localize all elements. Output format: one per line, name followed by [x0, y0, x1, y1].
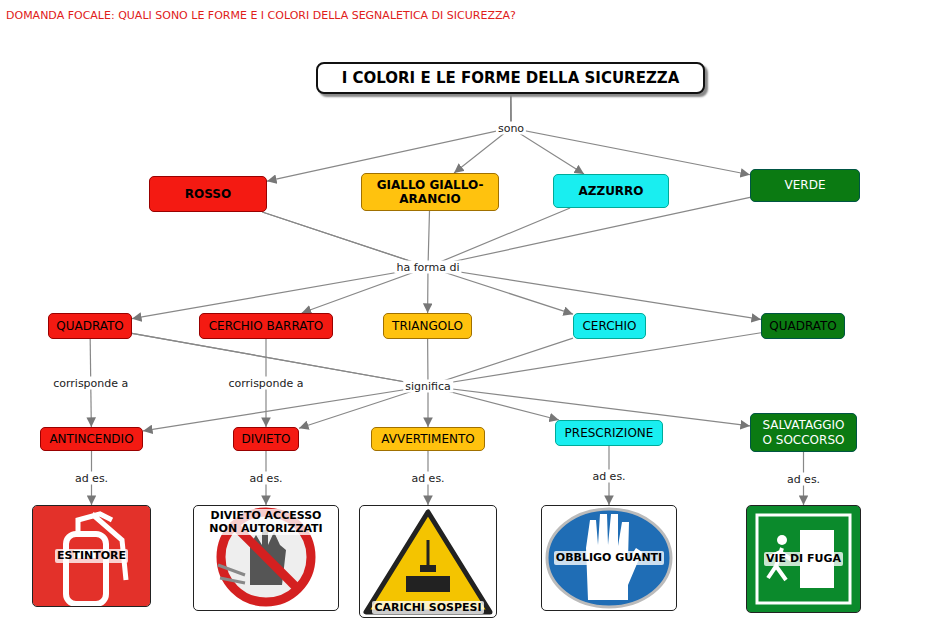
connector	[428, 333, 761, 426]
concept-box: GIALLO GIALLO-ARANCIO	[361, 173, 499, 211]
root-concept: I COLORI E LE FORME DELLA SICUREZZA	[316, 62, 705, 94]
mandatory-sign	[547, 509, 671, 607]
node-text: VIE DI FUGA	[764, 552, 843, 565]
node-text: AVVERTIMENTO	[381, 432, 474, 446]
focal-question: DOMANDA FOCALE: QUALI SONO LE FORME E I …	[6, 9, 516, 22]
sign-example: OBBLIGO GUANTI	[541, 505, 677, 611]
concept-box: TRIANGOLO	[383, 313, 472, 339]
concept-box: VERDE	[750, 169, 860, 202]
concept-box: PRESCRIZIONE	[555, 420, 663, 446]
extinguisher-sign	[33, 506, 150, 606]
link-phrase: corrisponde a	[226, 377, 305, 390]
node-text: AZZURRO	[578, 184, 643, 198]
sign-example: ESTINTORE	[32, 505, 151, 607]
concept-box: SALVATAGGIO O SOCCORSO	[750, 413, 857, 452]
concept-box: AZZURRO	[553, 174, 669, 208]
node-text: CERCHIO	[582, 319, 636, 333]
node-text: QUADRATO	[769, 319, 837, 333]
node-text: ANTINCENDIO	[49, 432, 133, 446]
node-text: QUADRATO	[56, 319, 124, 333]
sign-example: VIE DI FUGA	[746, 505, 861, 613]
connector	[428, 197, 761, 319]
concept-box: CERCHIO	[573, 313, 646, 339]
link-phrase: ha forma di	[394, 261, 461, 274]
node-text: PRESCRIZIONE	[565, 426, 654, 440]
concept-box: AVVERTIMENTO	[371, 427, 485, 451]
link-phrase: ad es.	[73, 472, 110, 485]
prohibition-sign	[195, 506, 337, 610]
node-text: SALVATAGGIO O SOCCORSO	[756, 418, 851, 447]
sign-example: CARICHI SOSPESI	[359, 505, 497, 618]
node-text: ESTINTORE	[55, 549, 128, 562]
link-phrase: ad es.	[409, 472, 446, 485]
concept-box: CERCHIO BARRATO	[199, 313, 333, 339]
node-text: I COLORI E LE FORME DELLA SICUREZZA	[342, 69, 680, 87]
node-text: TRIANGOLO	[392, 319, 463, 333]
link-phrase: ad es.	[247, 472, 284, 485]
node-text: GIALLO GIALLO-ARANCIO	[367, 178, 493, 207]
connector	[132, 333, 428, 428]
concept-box: QUADRATO	[761, 313, 845, 339]
connector	[132, 212, 428, 319]
link-phrase: significa	[403, 380, 453, 393]
exit-sign	[747, 506, 860, 612]
sign-example: DIVIETO ACCESSO NON AUTORIZZATI	[193, 505, 339, 611]
node-text: DIVIETO	[242, 432, 291, 446]
node-text: DIVIETO ACCESSO NON AUTORIZZATI	[199, 509, 333, 535]
connector	[132, 333, 428, 430]
link-phrase: corrisponde a	[51, 377, 130, 390]
warning-sign	[366, 512, 490, 612]
node-text: CERCHIO BARRATO	[209, 319, 324, 333]
node-text: CARICHI SOSPESI	[372, 601, 483, 614]
node-text: OBBLIGO GUANTI	[554, 551, 664, 564]
node-text: ROSSO	[185, 187, 231, 201]
concept-box: QUADRATO	[48, 313, 132, 339]
concept-box: DIVIETO	[233, 427, 299, 451]
link-phrase: ad es.	[590, 469, 627, 482]
link-phrase: sono	[496, 122, 526, 135]
node-text: VERDE	[785, 178, 826, 192]
connector	[267, 94, 511, 181]
connector	[511, 94, 750, 175]
concept-box: ROSSO	[149, 176, 267, 212]
concept-box: ANTINCENDIO	[40, 427, 143, 451]
link-phrase: ad es.	[785, 472, 822, 485]
